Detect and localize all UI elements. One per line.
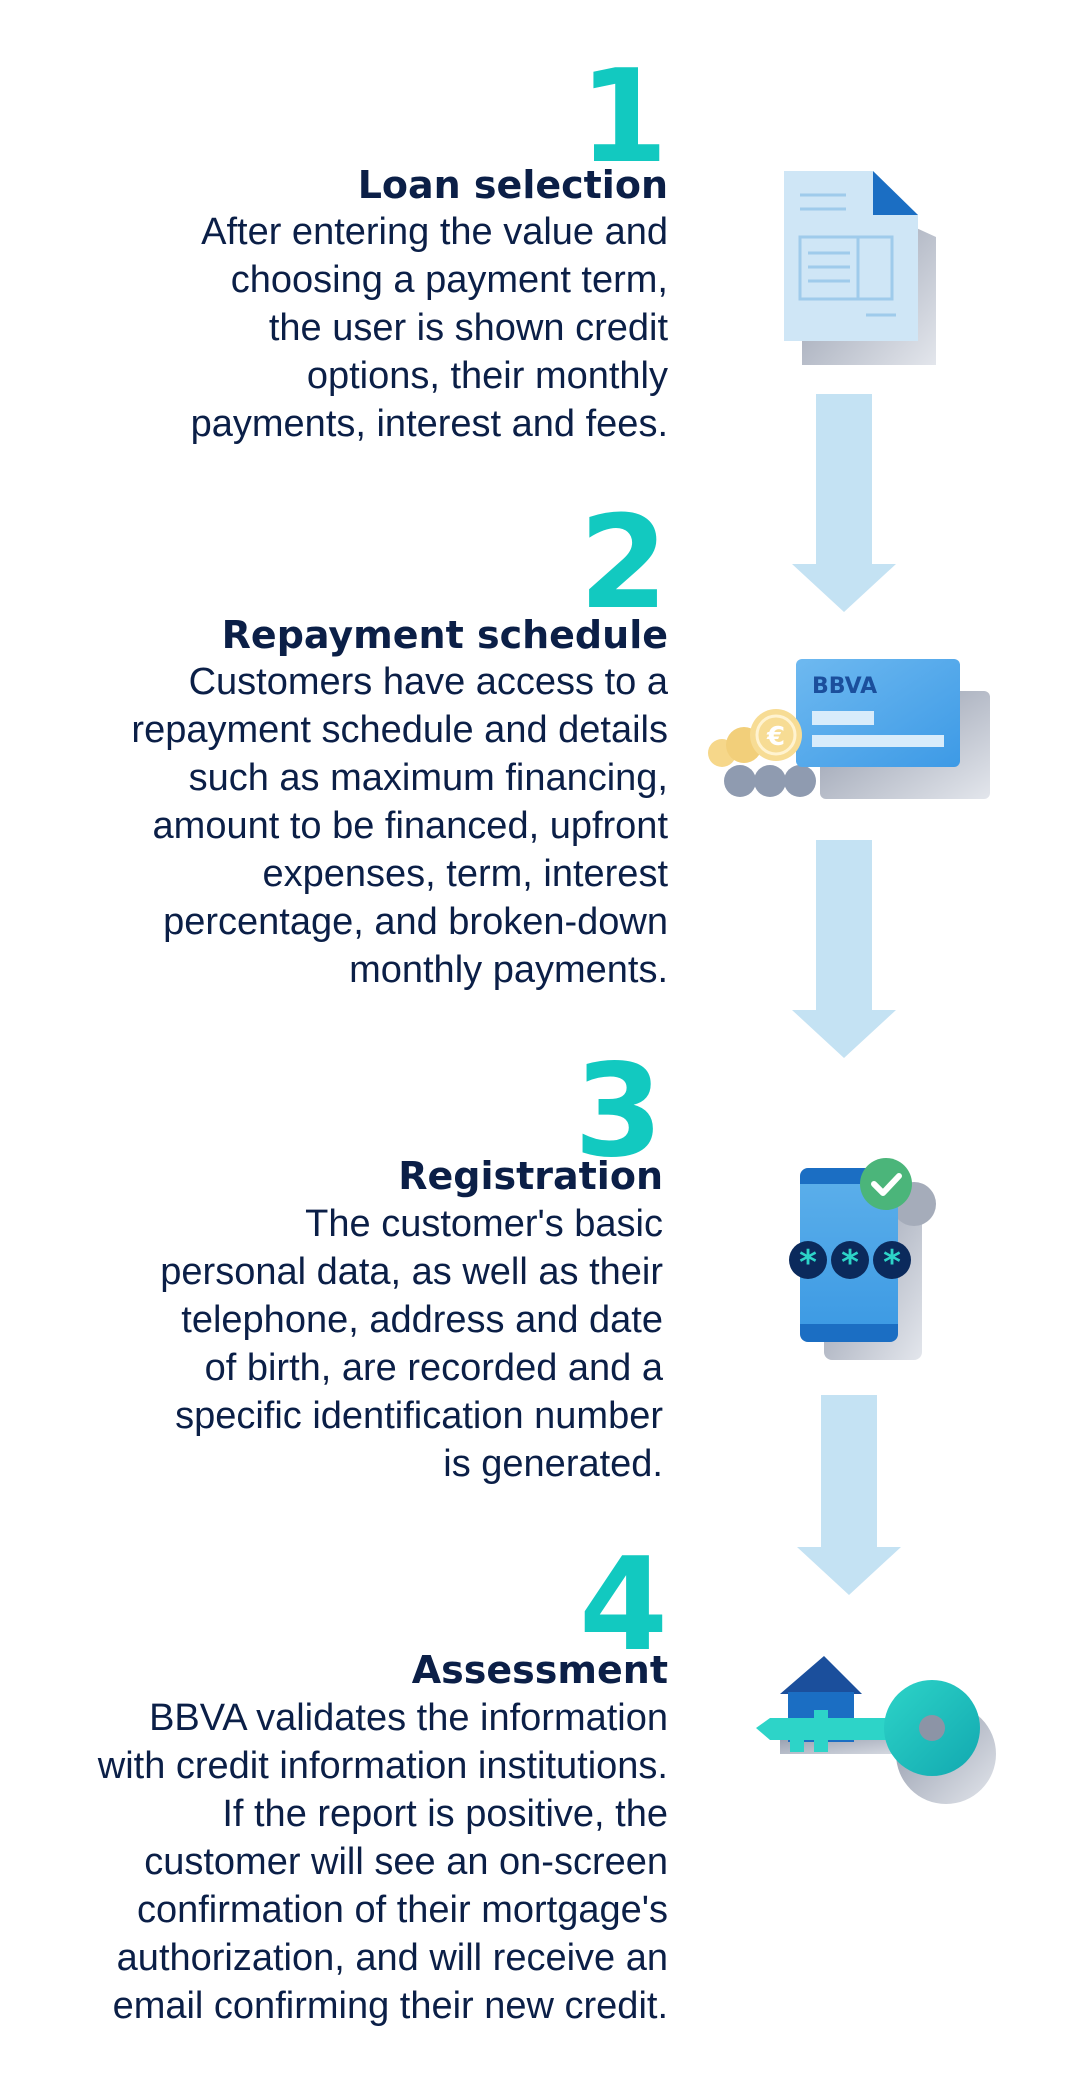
euro-coin-symbol: € — [766, 722, 785, 752]
house-key-icon — [750, 1622, 1006, 1806]
step-3-title: Registration — [398, 1154, 663, 1198]
bank-card-icon: BBVA € — [692, 655, 996, 805]
step-4-title: Assessment — [411, 1648, 668, 1692]
step-1-title: Loan selection — [357, 163, 668, 207]
card-logo: BBVA — [812, 674, 877, 699]
step-2: 2 Repayment schedule Customers have acce… — [0, 450, 668, 1010]
step-4: 4 Assessment BBVA validates the informat… — [0, 1500, 668, 2094]
code-digit-2: * — [841, 1243, 859, 1283]
step-4-number: 4 — [578, 1531, 668, 1680]
down-arrow-icon — [792, 840, 896, 1058]
down-arrow-icon — [797, 1395, 901, 1595]
step-2-description: Customers have access to a repayment sch… — [131, 661, 668, 991]
code-digit-1: * — [799, 1243, 817, 1283]
step-3-number: 3 — [573, 1037, 663, 1186]
step-3-description: The customer's basic personal data, as w… — [160, 1203, 663, 1485]
step-2-title: Repayment schedule — [221, 613, 668, 657]
step-1-number: 1 — [578, 43, 668, 192]
step-1: 1 Loan selection After entering the valu… — [0, 0, 668, 470]
phone-check-icon: * * * — [782, 1150, 942, 1370]
code-digit-3: * — [883, 1243, 901, 1283]
step-3: 3 Registration The customer's basic pers… — [0, 1000, 663, 1510]
step-4-description: BBVA validates the information with cred… — [97, 1697, 668, 2027]
document-icon — [778, 165, 948, 375]
step-2-number: 2 — [578, 489, 668, 638]
down-arrow-icon — [792, 394, 896, 612]
step-1-description: After entering the value and choosing a … — [190, 211, 668, 445]
